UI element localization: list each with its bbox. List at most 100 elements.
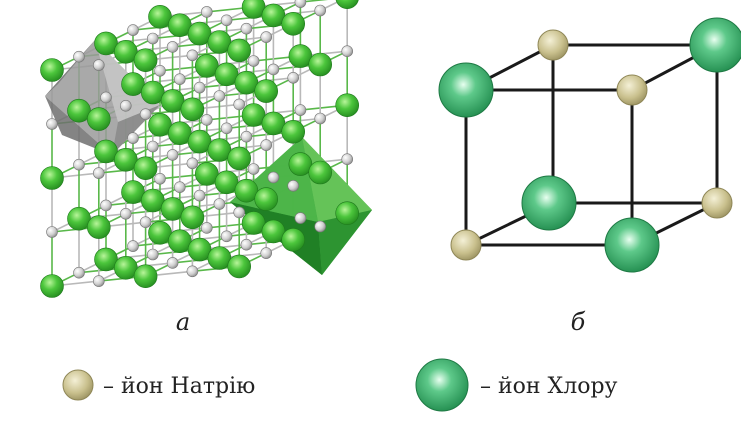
sodium-ion [267,171,280,184]
sodium-ion [294,104,307,116]
sodium-ion [616,74,648,106]
chlorine-ion [187,21,212,46]
sodium-ion [127,240,139,252]
sodium-ion [247,55,260,67]
sodium-ion [287,180,300,192]
sodium-ion [193,189,206,202]
sodium-ion [240,130,253,143]
chlorine-ion [114,255,138,280]
sodium-ion [314,4,327,17]
chlorine-ion [40,274,64,298]
chlorine-ion [121,180,145,204]
chlorine-ion [121,72,145,96]
sodium-ion [201,222,213,234]
sodium-ion [73,158,85,171]
sodium-ion [247,163,260,175]
sodium-ion [287,72,300,84]
sodium-ion [120,100,132,112]
chlorine-ion [148,221,172,245]
sodium-ion [220,122,233,135]
chlorine-ion [187,237,212,262]
chlorine-ion [40,166,64,190]
chlorine-ion [67,98,91,123]
sodium-ion [127,24,139,36]
sodium-ion [127,132,139,144]
sodium-ion [233,98,245,111]
sodium-ion [267,63,280,76]
legend-sodium-swatch [62,369,94,401]
chlorine-ion [214,62,239,87]
sodium-ion [186,157,199,170]
sodium-ion [240,22,253,35]
sodium-ion [220,14,233,27]
sodium-ion [73,50,85,63]
sodium-ion [186,265,199,278]
chlorine-ion [335,201,360,225]
chlorine-ion [241,103,266,127]
chlorine-ion [168,13,192,38]
chlorine-ion [438,62,494,118]
chlorine-ion [160,197,185,221]
chlorine-ion [254,79,279,103]
chlorine-ion [234,70,259,95]
chlorine-ion [335,93,360,117]
sodium-ion [240,238,253,251]
chlorine-ion [133,264,158,289]
chlorine-ion [180,205,205,230]
chlorine-ion [521,175,577,231]
sodium-ion [233,206,245,219]
chlorine-ion [604,217,660,273]
sodium-ion [46,226,58,238]
chlorine-ion [195,54,219,78]
sodium-ion [93,275,105,287]
panel-a-caption: а [176,308,190,336]
sodium-ion [450,229,482,261]
sodium-ion [147,32,159,45]
sodium-ion [166,149,179,161]
chlorine-ion [308,160,333,185]
chlorine-ion [214,170,239,195]
chlorine-ion [148,113,172,137]
sodium-ion [201,114,213,126]
chlorine-ion [133,48,158,73]
sodium-ion [213,198,226,210]
legend-chlorine-label: – йон Хлору [480,374,618,399]
chlorine-ion [187,129,212,154]
sodium-ion [294,212,307,224]
chlorine-ion [241,0,266,19]
sodium-ion [701,187,733,219]
sodium-ion [154,173,166,185]
sodium-ion [73,266,85,279]
lattice-bond [300,0,329,3]
chlorine-ion [67,206,91,231]
chlorine-ion [288,44,313,68]
chlorine-ion [689,17,741,73]
sodium-ion [154,65,166,77]
cell-edges [464,43,719,247]
chlorine-ion [195,162,219,186]
chlorine-ion [114,39,138,64]
sodium-ion [341,45,354,58]
sodium-ion [201,6,213,18]
sodium-ion [174,73,186,85]
chlorine-ion [168,229,192,253]
sodium-ion [260,31,273,43]
sodium-ion [139,216,152,228]
chlorine-ion [335,0,359,9]
chlorine-ion [40,58,64,82]
chlorine-ion [114,148,138,172]
chlorine-ion [281,120,306,144]
chlorine-ion [180,97,205,122]
chlorine-ion [254,187,279,211]
sodium-ion [147,140,159,153]
sodium-ion [93,167,105,179]
sodium-ion [166,257,179,269]
sodium-ion [294,0,307,8]
chlorine-ion [87,107,111,131]
sodium-ion [341,153,354,165]
lattice-diagram-a [40,0,372,298]
sodium-ion [260,139,273,151]
sodium-ion [186,49,199,62]
sodium-ion [193,81,206,94]
sodium-ion [93,59,105,71]
